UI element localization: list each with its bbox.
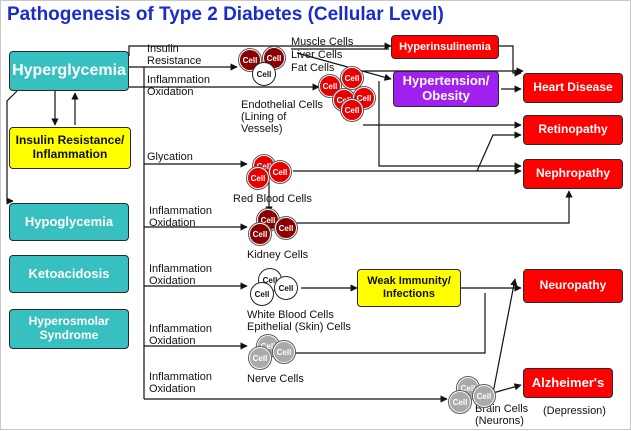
hyperosmolar-box: Hyperosmolar Syndrome: [9, 309, 129, 349]
hypoglycemia-box: Hypoglycemia: [9, 203, 129, 241]
cell-icon: Cell: [273, 341, 295, 363]
red-blood-cells-label: Red Blood Cells: [233, 193, 312, 205]
glycation-label: Glycation: [147, 151, 193, 163]
cell-icon: Cell: [275, 277, 297, 299]
retinopathy-box: Retinopathy: [523, 115, 623, 145]
weak-immunity-box: Weak Immunity/ Infections: [357, 269, 461, 307]
cell-icon: Cell: [473, 385, 495, 407]
liver-cells-label: Liver Cells: [291, 49, 343, 61]
muscle-cells-label: Muscle Cells: [291, 36, 354, 48]
hypertension-box: Hypertension/ Obesity: [393, 71, 499, 107]
inflammation-oxidation-label-3: Inflammation Oxidation: [149, 263, 212, 287]
alzheimers-box: Alzheimer's: [523, 368, 613, 398]
hyperglycemia-box: Hyperglycemia: [9, 51, 129, 91]
nerve-cells-label: Nerve Cells: [247, 373, 304, 385]
cell-icon: Cell: [269, 161, 291, 183]
cell-icon: Cell: [253, 63, 275, 85]
heart-disease-box: Heart Disease: [523, 73, 623, 103]
cell-icon: Cell: [449, 391, 471, 413]
inflammation-oxidation-label-5: Inflammation Oxidation: [149, 371, 212, 395]
insulin-resistance-label: Insulin Resistance: [147, 43, 202, 67]
depression-label: (Depression): [543, 405, 606, 417]
cell-icon: Cell: [249, 223, 271, 245]
inflammation-oxidation-label-4: Inflammation Oxidation: [149, 323, 212, 347]
insulin-resistance-box: Insulin Resistance/ Inflammation: [9, 127, 131, 169]
cell-icon: Cell: [341, 67, 363, 89]
cell-icon: Cell: [341, 99, 363, 121]
endothelial-cells-label: Endothelial Cells (Lining of Vessels): [241, 99, 323, 135]
inflammation-oxidation-label-2: Inflammation Oxidation: [149, 205, 212, 229]
neuropathy-box: Neuropathy: [523, 269, 623, 303]
fat-cells-label: Fat Cells: [291, 62, 335, 74]
white-blood-cells-label: White Blood Cells Epithelial (Skin) Cell…: [247, 309, 351, 333]
cell-icon: Cell: [251, 283, 273, 305]
hyperinsulinemia-box: Hyperinsulinemia: [391, 35, 499, 59]
cell-icon: Cell: [275, 217, 297, 239]
inflammation-oxidation-label-1: Inflammation Oxidation: [147, 74, 210, 98]
cell-icon: Cell: [247, 167, 269, 189]
kidney-cells-label: Kidney Cells: [247, 249, 309, 261]
ketoacidosis-box: Ketoacidosis: [9, 255, 129, 293]
nephropathy-box: Nephropathy: [523, 159, 623, 189]
page-title: Pathogenesis of Type 2 Diabetes (Cellula…: [7, 4, 444, 25]
cell-icon: Cell: [249, 347, 271, 369]
